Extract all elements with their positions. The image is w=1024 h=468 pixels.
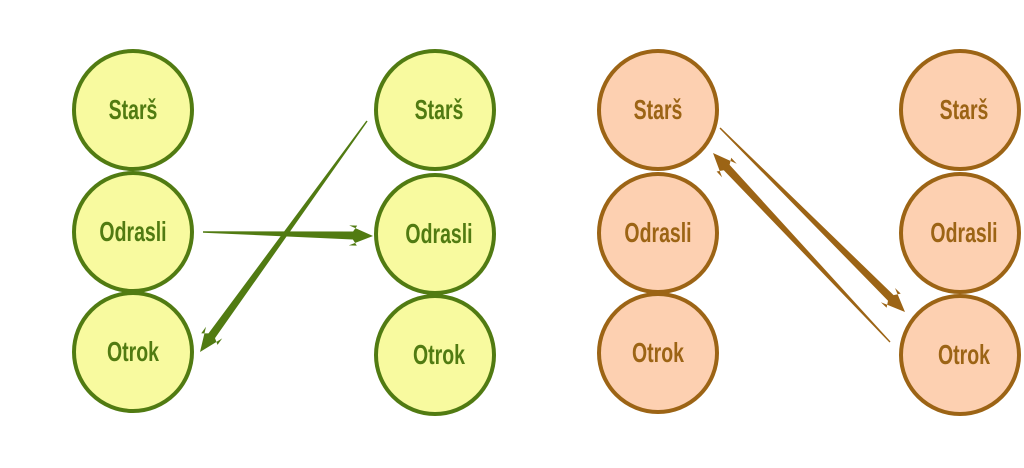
- node-circle: [374, 173, 496, 295]
- node-label: Odrasli: [99, 217, 166, 248]
- green-arrow-1: [200, 120, 368, 352]
- node-label: Otrok: [413, 340, 466, 371]
- green-left-node-2: Otrok: [72, 291, 194, 413]
- green-left-node-0: Starš: [72, 49, 194, 171]
- orange-right-node-0: Starš: [899, 49, 1021, 171]
- node-circle: [72, 49, 194, 171]
- node-circle: [374, 49, 496, 171]
- node-label: Otrok: [107, 337, 160, 368]
- node-circle: [899, 294, 1021, 416]
- orange-left-node-2: Otrok: [597, 292, 719, 414]
- node-circle: [374, 294, 496, 416]
- orange-arrow-0: [719, 127, 905, 312]
- node-label: Starš: [634, 95, 683, 126]
- node-label: Starš: [109, 95, 158, 126]
- orange-left-node-1: Odrasli: [597, 172, 719, 294]
- orange-right-node-1: Odrasli: [899, 172, 1021, 294]
- node-circle: [72, 291, 194, 413]
- green-right-node-0: Starš: [374, 49, 496, 171]
- node-circle: [899, 49, 1021, 171]
- orange-right-node-2: Otrok: [899, 294, 1021, 416]
- green-right-node-1: Odrasli: [374, 173, 496, 295]
- node-label: Odrasli: [930, 218, 997, 249]
- node-circle: [597, 49, 719, 171]
- node-circle: [597, 292, 719, 414]
- node-circle: [899, 172, 1021, 294]
- node-label: Otrok: [632, 338, 685, 369]
- green-arrow-0: [203, 225, 373, 246]
- node-label: Otrok: [938, 340, 991, 371]
- green-left-node-1: Odrasli: [72, 171, 194, 293]
- node-label: Starš: [940, 95, 989, 126]
- node-label: Odrasli: [624, 218, 691, 249]
- orange-arrow-1: [713, 153, 891, 343]
- green-right-node-2: Otrok: [374, 294, 496, 416]
- node-label: Odrasli: [405, 219, 472, 250]
- node-label: Starš: [415, 95, 464, 126]
- orange-left-node-0: Starš: [597, 49, 719, 171]
